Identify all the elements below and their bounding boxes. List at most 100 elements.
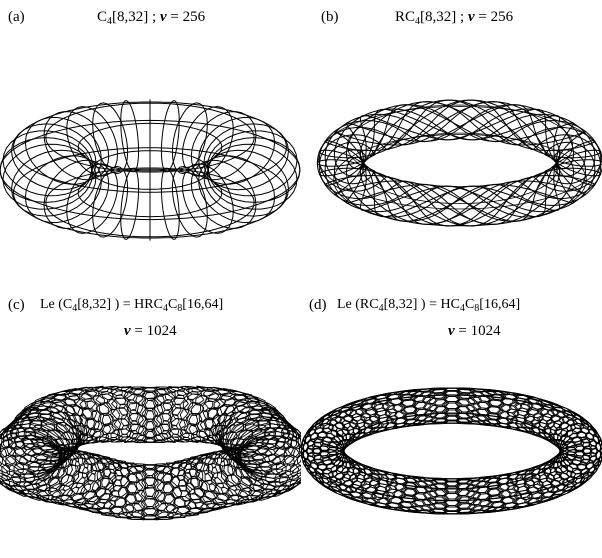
hex-cell	[64, 403, 81, 417]
vertex-symbol: v	[159, 9, 167, 25]
hex-cell	[120, 414, 131, 427]
hex-cell	[202, 400, 214, 412]
hex-cell	[88, 428, 105, 438]
lattice-strand	[324, 108, 406, 186]
torus-rhombic-lattice-figure	[316, 99, 602, 227]
hex-cell	[111, 407, 129, 420]
lattice-strand	[487, 149, 602, 222]
hex-cell	[275, 482, 287, 494]
lattice-ring	[318, 106, 602, 210]
mesh-meridian	[190, 111, 257, 181]
hex-cell	[595, 441, 602, 452]
hex-cell	[200, 479, 217, 493]
hex-cell	[120, 425, 131, 435]
caption-text: C	[464, 297, 475, 312]
mesh-meridian	[182, 163, 234, 234]
hex-cell	[37, 488, 50, 500]
hex-cell	[241, 423, 255, 432]
hex-cell	[59, 473, 70, 485]
hex-cell	[153, 395, 165, 406]
hex-cell	[120, 436, 134, 442]
hex-cell	[248, 409, 263, 422]
lattice-strand	[358, 184, 562, 222]
torus-leapfrog-twisted-figure	[0, 385, 301, 521]
hex-cell	[248, 441, 264, 447]
hex-cell	[127, 399, 138, 411]
hex-cell	[24, 483, 40, 490]
hex-cell	[156, 472, 173, 483]
hex-cell	[30, 445, 46, 455]
hex-cell	[80, 450, 92, 458]
hex-cell	[258, 461, 275, 468]
hex-cell	[191, 386, 205, 393]
hex-cell	[186, 391, 199, 400]
mesh-meridian	[11, 123, 97, 191]
hex-cell	[142, 428, 158, 438]
hex-cell	[289, 474, 300, 487]
hex-cell	[134, 465, 147, 472]
mesh-meridian	[24, 155, 102, 224]
lattice-strand	[319, 172, 489, 215]
hex-cell	[127, 413, 144, 425]
caption-text: RC	[395, 9, 416, 25]
mesh-meridian	[206, 130, 298, 197]
torus-leapfrog-hex-band-figure	[301, 387, 602, 515]
hex-cell	[177, 479, 188, 492]
caption-text: [8,32] ) = HRC	[77, 297, 163, 312]
hex-cell	[514, 403, 531, 413]
hex-cell	[216, 430, 223, 442]
hex-cell	[39, 414, 55, 420]
hex-cell	[64, 464, 79, 476]
hex-cell	[23, 454, 39, 463]
hex-cell	[131, 509, 145, 518]
caption-text: [16,64]	[182, 297, 224, 312]
lattice-strand	[319, 111, 489, 154]
panel-caption: RC4[8,32] ; v = 256	[395, 10, 513, 27]
hex-cell	[145, 421, 155, 432]
hex-cell	[221, 502, 236, 509]
mesh-meridian	[182, 106, 234, 177]
hex-cell	[83, 489, 97, 500]
mesh-meridian	[2, 130, 94, 197]
caption-subscript: 4	[162, 303, 168, 314]
hex-cell	[28, 466, 45, 472]
hex-cell	[144, 391, 156, 402]
torus-quad-mesh-figure	[0, 99, 301, 241]
hex-cell	[186, 477, 203, 490]
hex-cell	[472, 401, 490, 411]
hex-cell	[144, 485, 156, 497]
panel-vertex-caption: v = 1024	[124, 324, 177, 339]
hex-cell	[154, 500, 168, 511]
hex-cell	[187, 498, 205, 509]
lattice-strand	[324, 114, 406, 183]
lattice-ring	[347, 104, 573, 187]
hex-cell	[0, 481, 13, 490]
hex-cell	[169, 425, 180, 435]
hex-cell	[154, 389, 167, 397]
hex-cell	[95, 402, 113, 414]
hex-cell	[322, 423, 334, 434]
hex-cell	[166, 436, 180, 443]
hex-cell	[0, 472, 12, 481]
lattice-strand	[539, 115, 587, 196]
vertex-count: = 256	[166, 9, 206, 25]
hex-cell	[171, 403, 182, 416]
hex-cell	[65, 448, 77, 456]
hex-cell	[39, 463, 56, 469]
hex-cell	[457, 397, 476, 406]
vertex-symbol: v	[467, 9, 475, 25]
hex-cell	[287, 446, 301, 458]
hex-cell	[162, 399, 174, 411]
hex-cell	[156, 492, 176, 504]
mesh-meridian	[203, 123, 289, 191]
hex-cell	[29, 416, 44, 422]
hex-cell	[9, 476, 25, 483]
mesh-meridian	[160, 167, 180, 240]
hex-cell	[244, 397, 260, 403]
hex-cell	[156, 502, 176, 513]
lattice-strand	[405, 182, 593, 213]
mesh-meridian	[66, 163, 118, 234]
caption-subscript: 8	[474, 303, 480, 314]
hex-cell	[248, 409, 265, 415]
hex-cell	[231, 453, 247, 458]
